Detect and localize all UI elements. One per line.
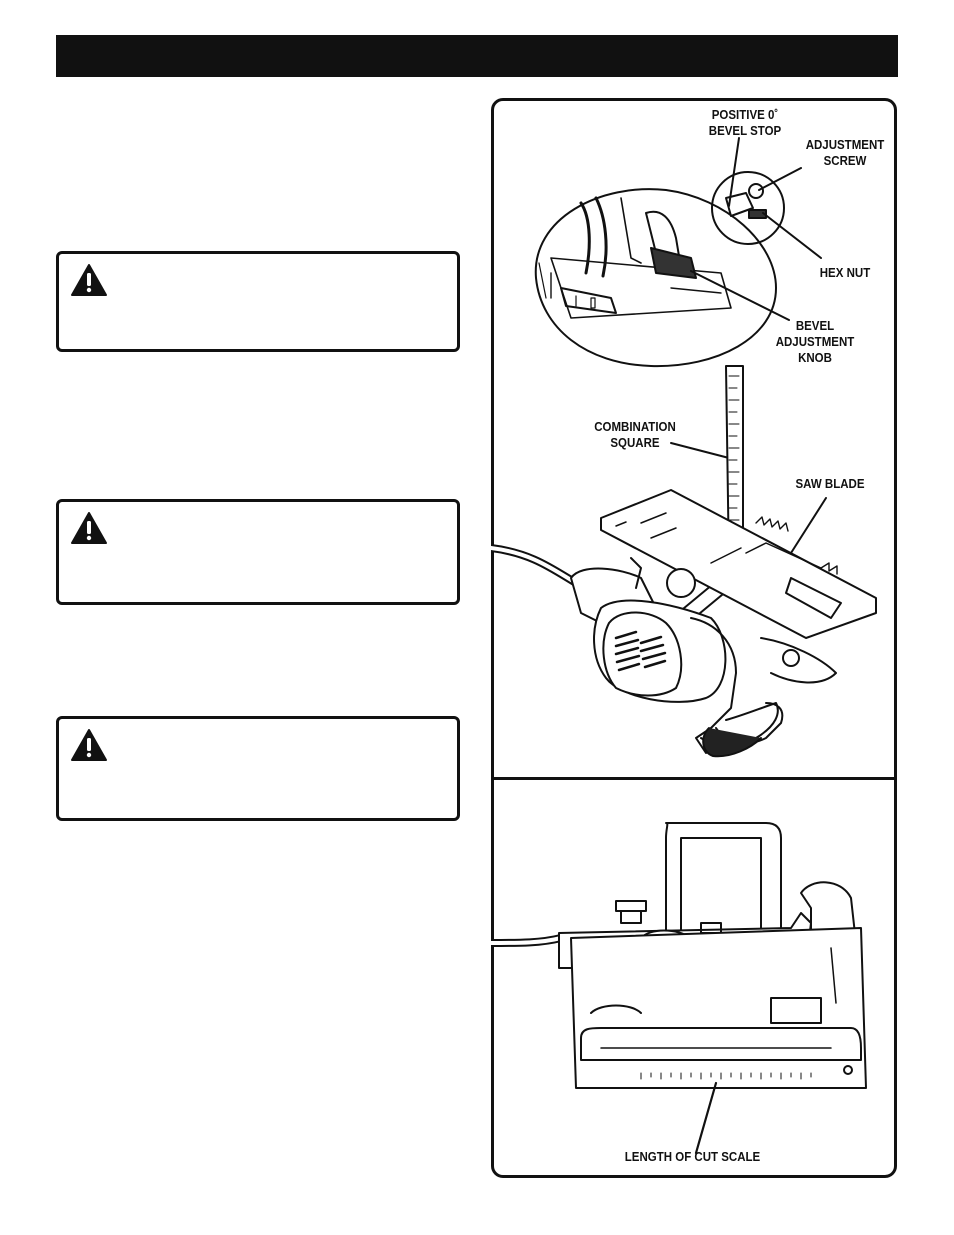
label-text: POSITIVE 0˚ BEVEL STOP (708, 108, 782, 138)
label-text: LENGTH OF CUT SCALE (624, 1150, 761, 1164)
label-adjustment-screw: ADJUSTMENT SCREW (794, 137, 895, 169)
warning-triangle-icon (71, 729, 107, 761)
saw-base (600, 489, 877, 639)
saw-motor (491, 544, 837, 758)
warning-triangle-icon (71, 512, 107, 544)
warning-triangle-icon (71, 264, 107, 296)
label-length-of-cut-scale: LENGTH OF CUT SCALE (607, 1149, 777, 1165)
header-bar (56, 35, 898, 77)
detail-magnifier (534, 188, 777, 368)
figure-frame (491, 98, 897, 1178)
warning-box (56, 251, 460, 352)
bevel-stop-detail (711, 171, 785, 245)
label-text: HEX NUT (819, 266, 871, 280)
label-text: SAW BLADE (795, 477, 865, 491)
label-combination-square: COMBINATION SQUARE (580, 419, 690, 451)
saw-illustration (491, 137, 877, 1155)
label-positive-bevel-stop: POSITIVE 0˚ BEVEL STOP (694, 107, 795, 139)
label-text: ADJUSTMENT SCREW (805, 138, 885, 168)
label-bevel-adjustment-knob: BEVEL ADJUSTMENT KNOB (764, 318, 865, 366)
label-text: COMBINATION SQUARE (594, 420, 676, 450)
saw-top-view (491, 822, 867, 1155)
warning-box (56, 499, 460, 605)
label-text: BEVEL ADJUSTMENT KNOB (775, 319, 855, 365)
warning-box (56, 716, 460, 821)
label-saw-blade: SAW BLADE (784, 476, 876, 492)
label-hex-nut: HEX NUT (808, 265, 882, 281)
figure-divider (491, 777, 897, 780)
